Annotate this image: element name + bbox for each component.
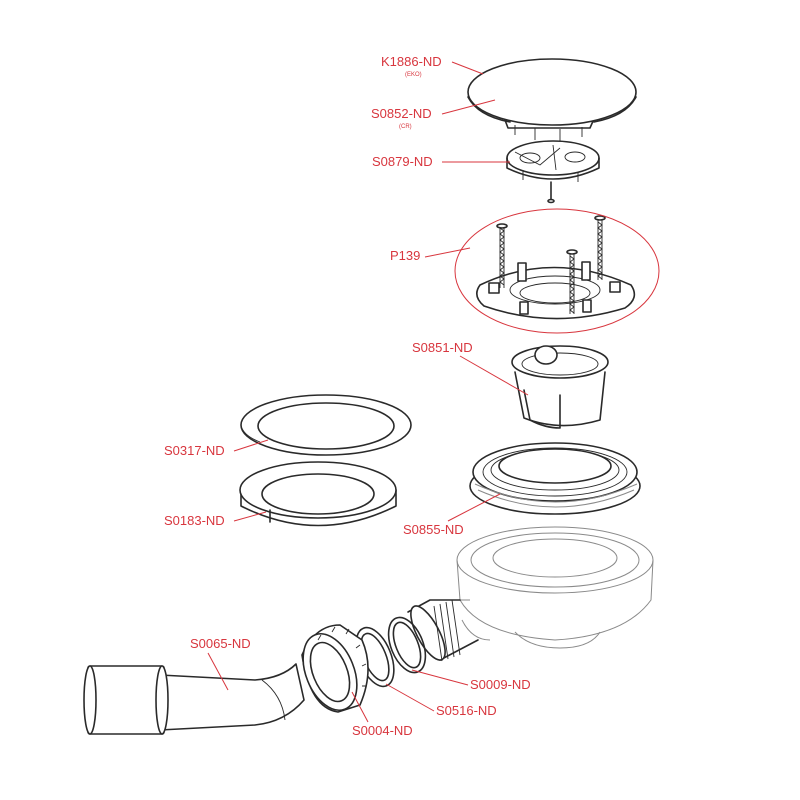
label-K1886-ND: K1886-ND (EKO) [381,54,484,78]
svg-text:P139: P139 [390,248,420,263]
mounting-screw [594,215,606,280]
svg-text:S0009-ND: S0009-ND [470,677,531,692]
svg-text:S0855-ND: S0855-ND [403,522,464,537]
label-S0855-ND: S0855-ND [403,493,501,537]
label-P139: P139 [390,247,471,263]
svg-text:S0004-ND: S0004-ND [352,723,413,738]
union-nut [301,624,369,713]
label-S0317-ND: S0317-ND [164,439,269,458]
label-S0879-ND: S0879-ND [372,154,510,169]
svg-text:S0183-ND: S0183-ND [164,513,225,528]
label-S0183-ND: S0183-ND [164,511,267,528]
flat-gasket [240,394,412,456]
svg-text:(CR): (CR) [399,124,412,130]
svg-text:S0317-ND: S0317-ND [164,443,225,458]
label-S0852-ND: S0852-ND (CR) [371,99,496,130]
svg-text:S0516-ND: S0516-ND [436,703,497,718]
svg-text:S0852-ND: S0852-ND [371,106,432,121]
svg-text:S0879-ND: S0879-ND [372,154,433,169]
label-S0009-ND: S0009-ND [411,669,531,692]
label-S0004-ND: S0004-ND [351,691,413,738]
svg-text:S0065-ND: S0065-ND [190,636,251,651]
label-S0851-ND: S0851-ND [412,340,529,396]
mounting-screw [496,223,508,288]
thick-seal [239,461,397,527]
clamping-flange [469,442,641,515]
odour-trap-cup [511,345,609,429]
basket-holder [506,140,600,182]
svg-text:(EKO): (EKO) [405,72,422,78]
mounting-plate-set [454,208,660,334]
cover-cap [467,58,637,141]
small-screw [547,181,555,204]
svg-text:K1886-ND: K1886-ND [381,54,442,69]
svg-text:S0851-ND: S0851-ND [412,340,473,355]
drain-body [407,526,654,662]
mounting-screw [566,249,578,314]
label-S0065-ND: S0065-ND [190,636,251,691]
elbow-pipe [83,663,305,735]
label-S0516-ND: S0516-ND [385,683,497,718]
